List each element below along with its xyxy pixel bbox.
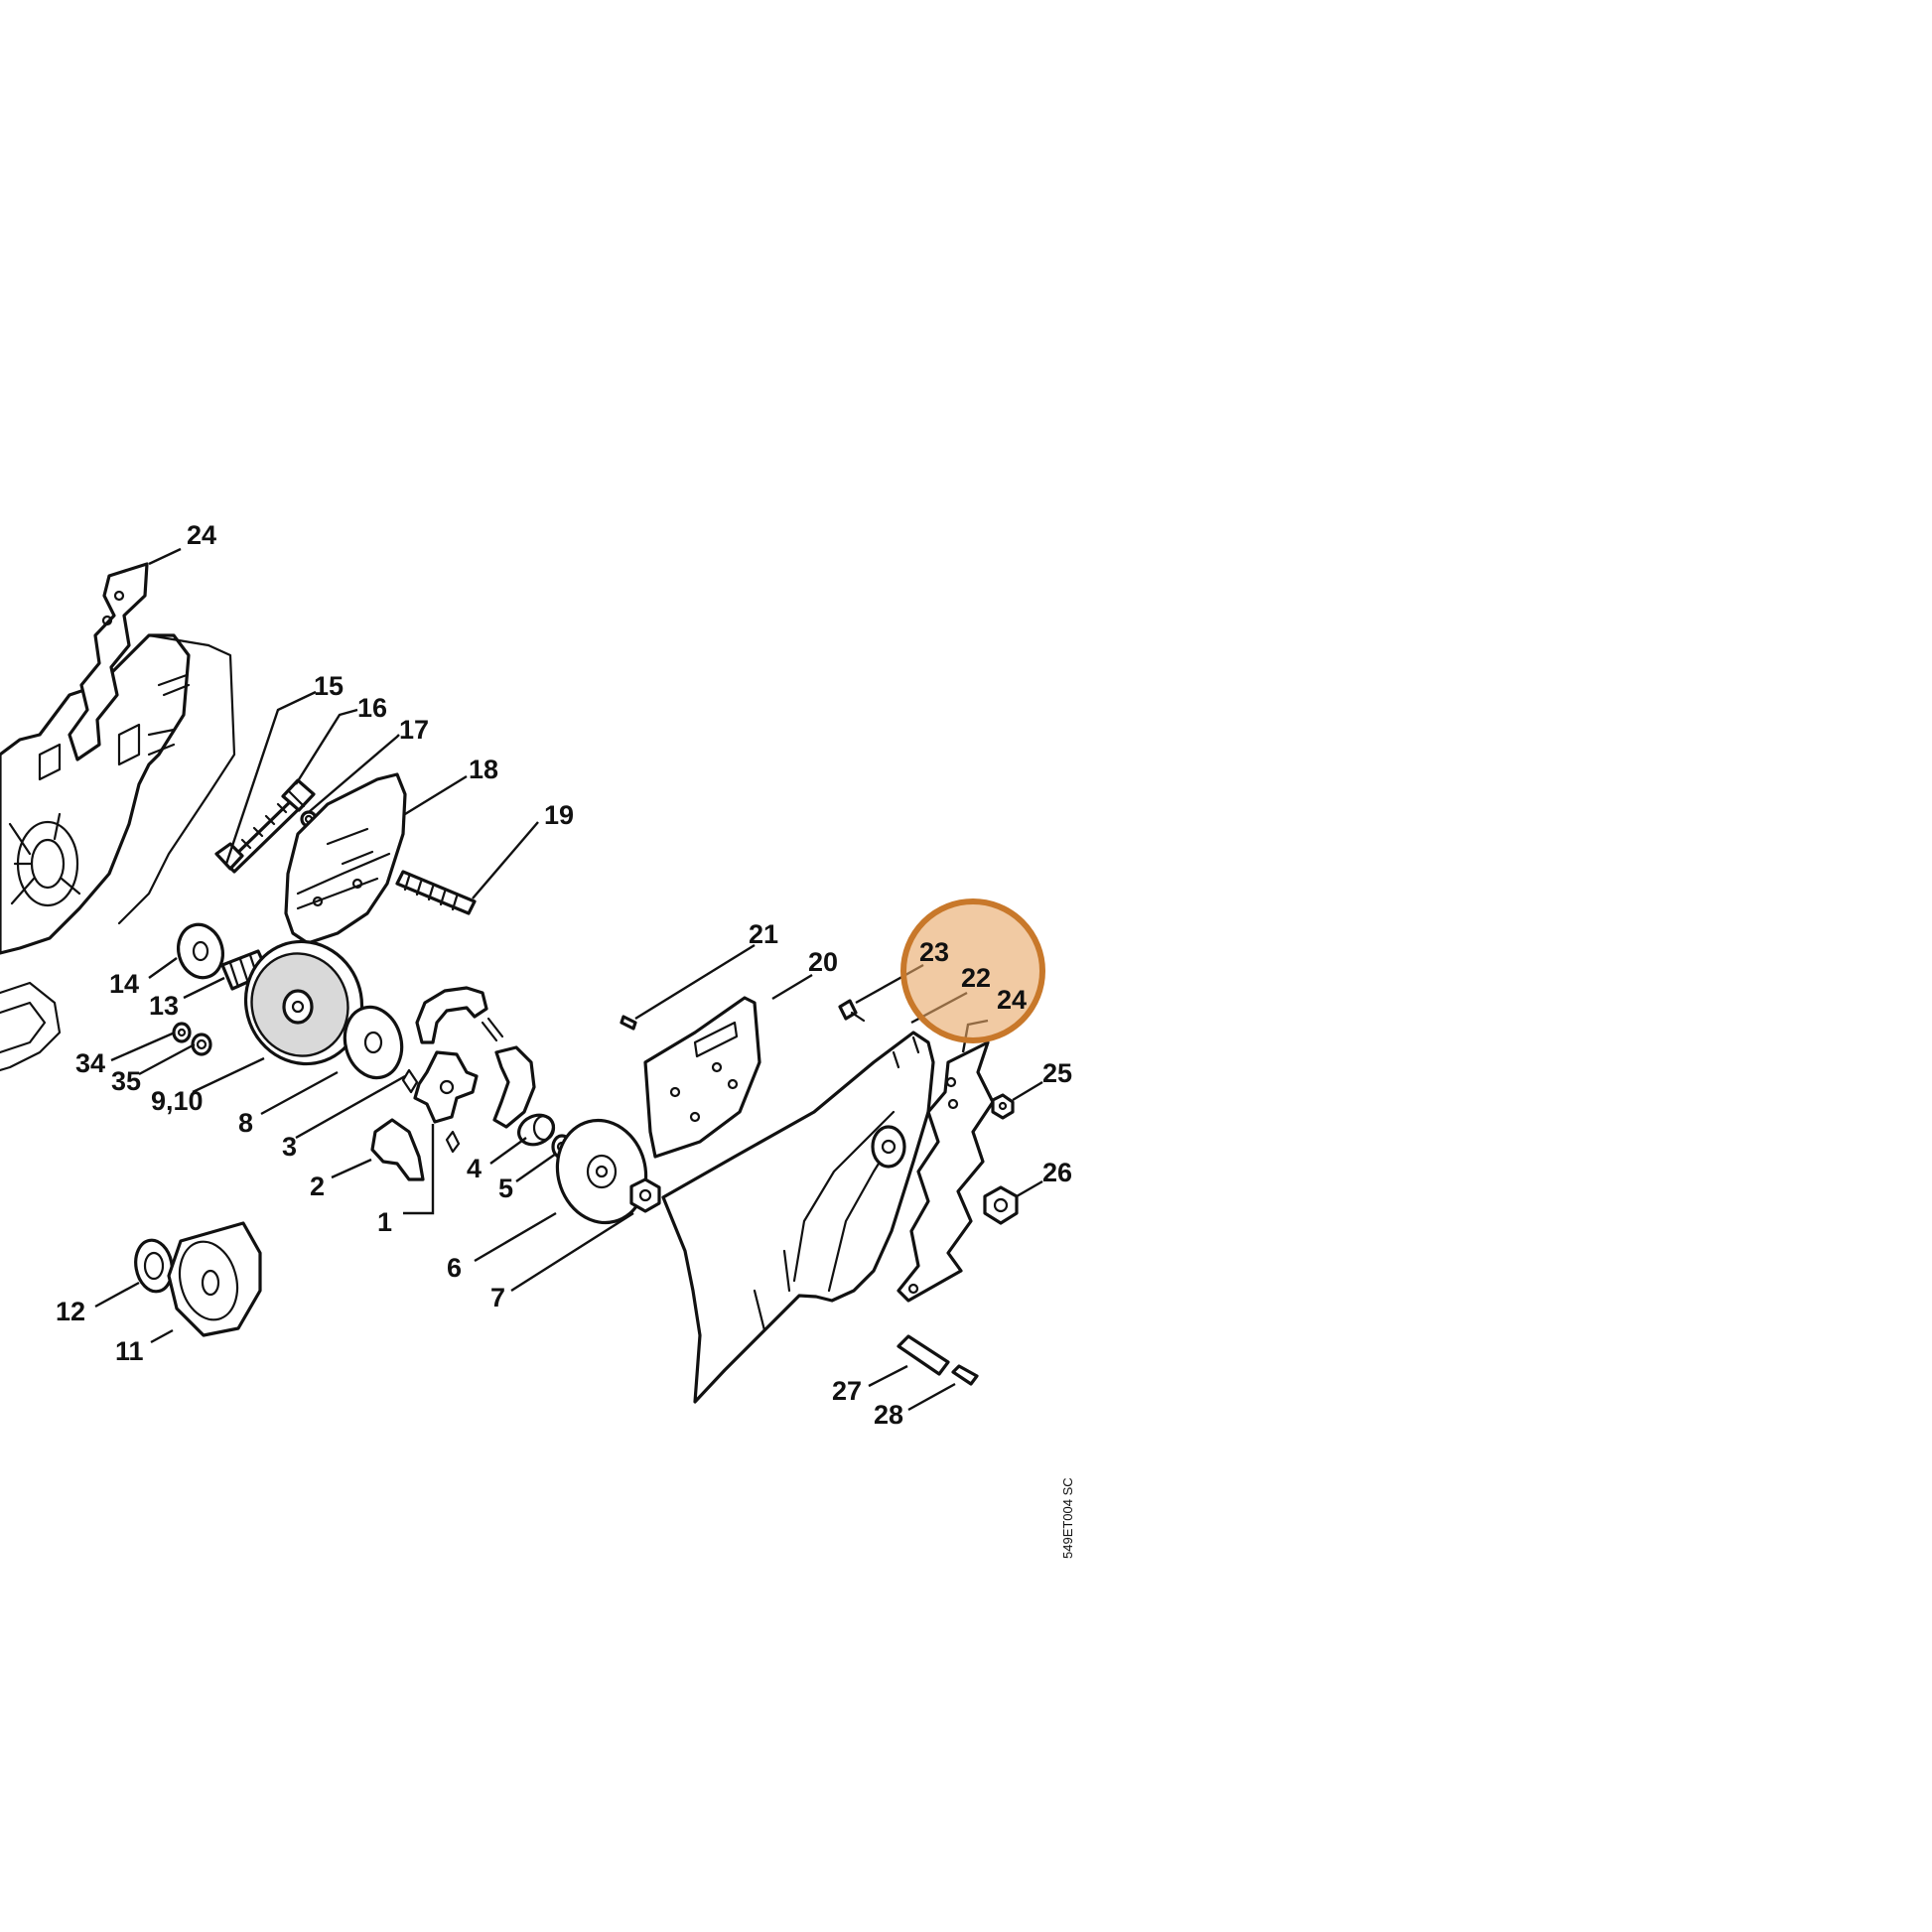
callout-27: 27: [832, 1376, 862, 1406]
callout-5: 5: [498, 1173, 513, 1203]
callout-21: 21: [749, 919, 778, 949]
callout-17: 17: [399, 715, 429, 745]
washer-part-34: [172, 1022, 192, 1043]
washer-part-6: [555, 1118, 648, 1225]
callout-19: 19: [544, 800, 574, 830]
washer-part-14: [177, 922, 224, 980]
stud-part-19: [395, 870, 477, 915]
bearing-part-12: [134, 1238, 174, 1294]
callout-14: 14: [109, 969, 139, 999]
nut-part-25: [991, 1093, 1015, 1120]
clutch-drum-part-11: [167, 1221, 262, 1337]
callout-34: 34: [75, 1048, 105, 1078]
nut-part-7: [629, 1177, 661, 1213]
callout-6: 6: [447, 1253, 462, 1283]
clutch-drum-part-9-10: [243, 939, 364, 1066]
screw-part-23: [838, 999, 866, 1023]
clutch-carrier-part-1: [413, 1050, 479, 1154]
screw-part-28: [951, 1364, 979, 1386]
callout-16: 16: [357, 693, 387, 723]
callout-24-top: 24: [187, 520, 216, 550]
callout-2: 2: [310, 1172, 325, 1201]
crankcase-part: [0, 633, 236, 1072]
cover-part-22: [661, 1031, 935, 1404]
callout-26: 26: [1042, 1158, 1072, 1187]
callout-23: 23: [919, 937, 949, 967]
callout-13: 13: [149, 991, 179, 1021]
callout-1: 1: [377, 1207, 392, 1237]
leader-lines: [94, 547, 1043, 1412]
guide-plate-part-18: [284, 772, 407, 945]
callout-15: 15: [314, 671, 344, 701]
callout-22: 22: [961, 963, 991, 993]
sleeve-part-16: [281, 778, 316, 812]
callout-12: 12: [56, 1297, 85, 1326]
callout-8: 8: [238, 1108, 253, 1138]
callout-35: 35: [111, 1066, 141, 1096]
callout-25: 25: [1042, 1058, 1072, 1088]
ring-part-4: [517, 1113, 556, 1147]
washer-part-35: [191, 1033, 212, 1056]
sleeve-part-27: [897, 1334, 950, 1376]
callout-labels: 24 15 16 17 18 19 14 13 34 35 9,10 8 3 2…: [56, 520, 1072, 1430]
washer-part-8: [343, 1005, 404, 1080]
pin-part-21: [620, 1015, 637, 1031]
callout-20: 20: [808, 947, 838, 977]
drawing-code: 549ET004 SC: [1060, 1477, 1075, 1559]
callout-24-right: 24: [997, 985, 1027, 1015]
clutch-shoe-part-3: [401, 986, 504, 1094]
callout-18: 18: [469, 755, 498, 784]
sealing-plate-part-24-left: [68, 562, 149, 761]
callout-11: 11: [115, 1336, 144, 1366]
callout-4: 4: [467, 1154, 482, 1183]
callout-28: 28: [874, 1400, 903, 1430]
callout-3: 3: [282, 1132, 297, 1162]
clutch-shoe-right: [492, 1045, 536, 1129]
callout-7: 7: [490, 1283, 505, 1312]
sealing-plate-part-24-right: [897, 1040, 995, 1303]
clutch-shoe-part-2: [370, 1118, 425, 1181]
callout-9-10: 9,10: [151, 1086, 204, 1116]
highlight-circle: [900, 898, 1045, 1043]
nut-part-26: [983, 1185, 1019, 1225]
plate-part-20: [643, 996, 761, 1159]
